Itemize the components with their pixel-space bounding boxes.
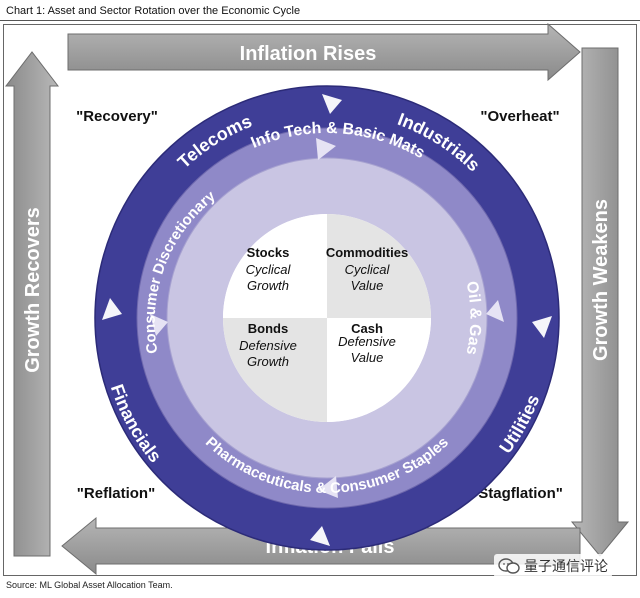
diagram-frame <box>3 24 637 576</box>
outer-ring-notch-top <box>322 94 342 114</box>
chart-title: Chart 1: Asset and Sector Rotation over … <box>6 5 301 17</box>
source-note: Source: ML Global Asset Allocation Team. <box>6 580 173 590</box>
wechat-icon <box>498 558 520 574</box>
watermark-text: 量子通信评论 <box>524 559 608 575</box>
outer-ring-notch-bottom <box>310 526 330 546</box>
asset-cash-line2: Value <box>351 350 384 365</box>
quadrant-cash-bg <box>327 318 431 422</box>
asset-stocks-line1: Cyclical <box>246 262 292 277</box>
quadrant-bonds-bg <box>223 318 327 422</box>
asset-commodities-line1: Cyclical <box>345 262 391 277</box>
asset-bonds: Bonds <box>248 321 288 336</box>
inner-ring-chevron-bottom <box>318 476 338 498</box>
growth-recovers-arrow <box>4 51 60 557</box>
inner-ring-chevron-top <box>316 138 336 160</box>
asset-commodities-line2: Value <box>351 278 384 293</box>
growth-weakens-label: Growth Weakens <box>590 199 612 361</box>
asset-stocks: Stocks <box>247 245 290 260</box>
asset-cash: Cash <box>351 321 383 336</box>
watermark: 量子通信评论 <box>494 554 612 578</box>
quadrant-stocks-bg <box>223 214 327 318</box>
growth-weakens-arrow <box>570 47 630 557</box>
inflation-rises-arrow <box>67 22 581 82</box>
asset-bonds-line2: Growth <box>247 354 289 369</box>
phase-reflation: "Reflation" <box>77 485 155 502</box>
title-divider <box>0 20 640 21</box>
phase-stagflation: "Stagflation" <box>471 485 563 502</box>
growth-recovers-label: Growth Recovers <box>22 207 44 373</box>
inflation-rises-label: Inflation Rises <box>240 43 377 65</box>
outer-ring-notch-right <box>532 316 552 338</box>
outer-ring-notch-left <box>102 298 122 320</box>
asset-stocks-line2: Growth <box>247 278 289 293</box>
asset-bonds-line1: Defensive <box>239 338 297 353</box>
inner-ring-chevron-right <box>486 300 504 322</box>
phase-overheat: "Overheat" <box>480 108 559 125</box>
phase-recovery: "Recovery" <box>76 108 158 125</box>
asset-commodities: Commodities <box>326 245 408 260</box>
asset-cash-line1: Defensive <box>338 334 396 349</box>
quadrant-commodities-bg <box>327 214 431 318</box>
inner-ring-chevron-left <box>150 314 168 336</box>
